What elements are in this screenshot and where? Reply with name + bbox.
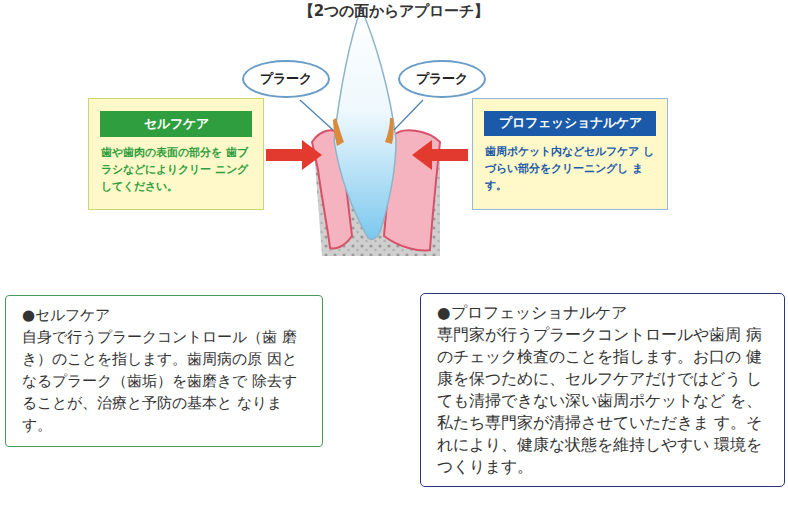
- node-text: 歯や歯肉の表面の部分を 歯ブラシなどによりクリー ニングしてください。: [101, 144, 253, 195]
- node-text: セルフケア: [106, 115, 246, 133]
- professional-panel: 歯周ポケット内などセルフケア しづらい部分をクリーニングし ます。 プロフェッショ…: [472, 98, 668, 210]
- leader-line: [394, 100, 423, 130]
- node-text: プラーク: [416, 70, 468, 88]
- plaque-bubble: プラーク: [242, 60, 330, 98]
- selfcare-description: ●セルフケア自身で行うプラークコントロール（歯 磨き）のことを指します。歯周病の…: [5, 295, 323, 447]
- diagram-title: 【2つの面からアプローチ】: [0, 2, 788, 21]
- selfcare-header: セルフケア: [100, 111, 252, 137]
- selfcare-panel: 歯や歯肉の表面の部分を 歯ブラシなどによりクリー ニングしてください。 セルフケア: [88, 98, 264, 210]
- arrow-right: [412, 140, 468, 170]
- node-text: プロフェッショナルケア: [490, 115, 650, 132]
- plaque-left: [333, 118, 344, 146]
- leader-line: [300, 100, 333, 130]
- node-text: プラーク: [260, 70, 312, 88]
- section-heading: ●セルフケア: [22, 304, 308, 326]
- plaque-right: [385, 118, 394, 144]
- professional-description: ●プロフェッショナルケア専門家が行うプラークコントロールや歯周 病のチェック検査…: [420, 293, 785, 487]
- arrow-left: [266, 140, 322, 170]
- tooth: [334, 8, 396, 239]
- node-text: 専門家が行うプラークコントロールや歯周 病のチェック検査のことを指します。お口の…: [437, 324, 772, 478]
- node-text: 歯周ポケット内などセルフケア しづらい部分をクリーニングし ます。: [485, 143, 657, 194]
- professional-header: プロフェッショナルケア: [484, 111, 656, 136]
- plaque-bubble: プラーク: [398, 60, 486, 98]
- node-text: 自身で行うプラークコントロール（歯 磨き）のことを指します。歯周病の原 因となる…: [22, 326, 308, 436]
- section-heading: ●プロフェッショナルケア: [437, 302, 772, 324]
